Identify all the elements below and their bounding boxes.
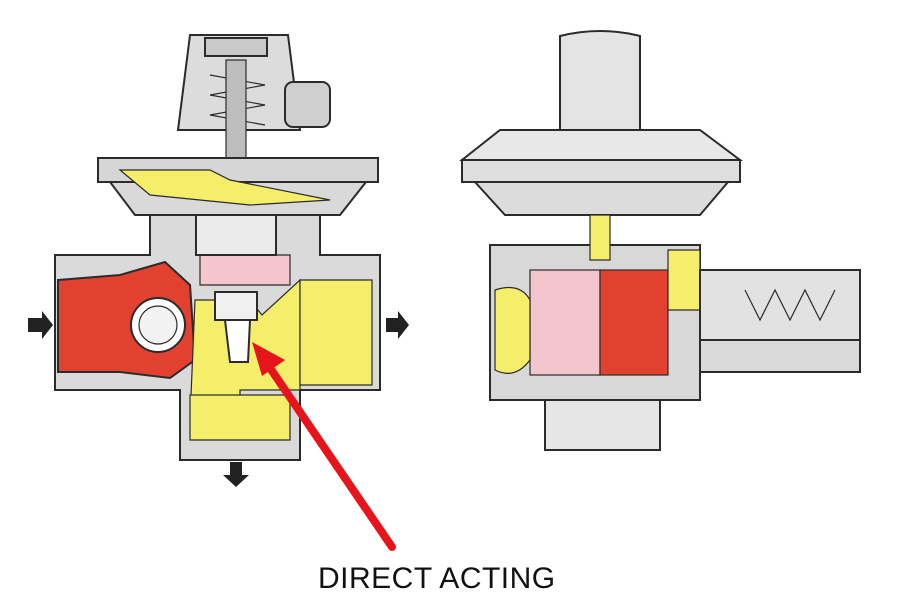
- right-upper-case: [459, 129, 743, 161]
- right-regulator-section: [459, 30, 861, 451]
- right-red-chamber: [599, 269, 669, 376]
- pointer-arrow-icon: [252, 342, 396, 551]
- bonnet-cap: [204, 37, 268, 57]
- right-diaphragm-disc: [494, 287, 531, 374]
- outlet-arrow-icon: [386, 311, 409, 339]
- valve-poppet: [214, 291, 258, 321]
- drain-arrow-icon: [223, 462, 249, 487]
- right-diaphragm-housing: [461, 159, 741, 183]
- right-spring-coils: [744, 288, 836, 322]
- spring-guide: [225, 59, 247, 161]
- valve-stem: [223, 319, 252, 363]
- direct-acting-label: DIRECT ACTING: [318, 562, 556, 595]
- right-end-cap: [699, 339, 861, 373]
- right-yellow-chamber: [667, 249, 701, 311]
- right-bottom-port: [544, 399, 661, 451]
- inlet-arrow-icon: [28, 311, 53, 339]
- vent-plug: [284, 81, 331, 128]
- diaphragm-chamber: [118, 169, 331, 206]
- drain-thread: [189, 394, 291, 441]
- intermediate-chamber: [199, 254, 291, 286]
- right-spring-housing: [699, 269, 861, 341]
- left-regulator-section: [28, 34, 409, 487]
- valve-seat-block: [195, 214, 277, 256]
- outlet-thread: [299, 279, 373, 386]
- right-stem-channel: [589, 214, 611, 261]
- inlet-port-inner: [138, 305, 178, 345]
- right-bonnet: [559, 30, 641, 131]
- right-lower-case: [472, 181, 731, 216]
- right-pink-chamber: [529, 269, 601, 376]
